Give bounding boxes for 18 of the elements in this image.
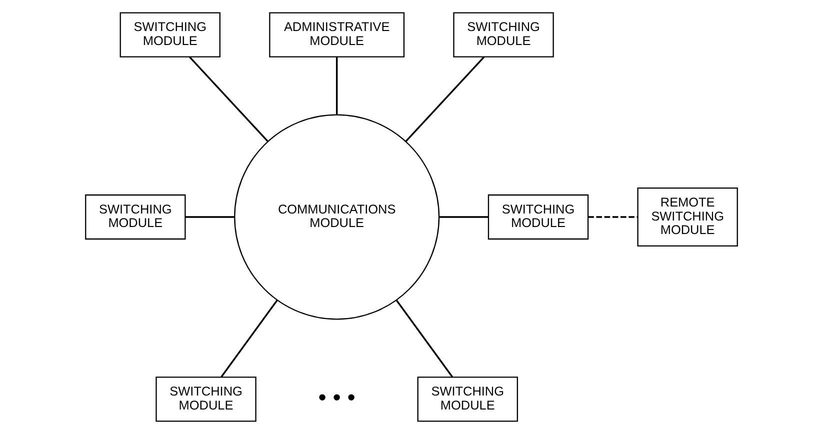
- connector: [220, 300, 278, 378]
- node-box: SWITCHING MODULE: [120, 12, 220, 58]
- connector: [588, 216, 638, 218]
- node-box: REMOTE SWITCHING MODULE: [637, 187, 738, 247]
- connector: [336, 56, 338, 114]
- connector: [396, 300, 454, 378]
- node-box: SWITCHING MODULE: [453, 12, 554, 58]
- connector: [405, 56, 485, 142]
- label: • • •: [318, 384, 356, 410]
- node-box: SWITCHING MODULE: [488, 194, 589, 240]
- connector: [440, 216, 488, 218]
- node-circle: COMMUNICATIONS MODULE: [234, 114, 440, 320]
- node-box: SWITCHING MODULE: [156, 376, 256, 422]
- node-box: SWITCHING MODULE: [417, 376, 518, 422]
- connector: [188, 56, 268, 142]
- node-box: ADMINISTRATIVE MODULE: [269, 12, 405, 58]
- node-box: SWITCHING MODULE: [85, 194, 186, 240]
- connector: [185, 216, 234, 218]
